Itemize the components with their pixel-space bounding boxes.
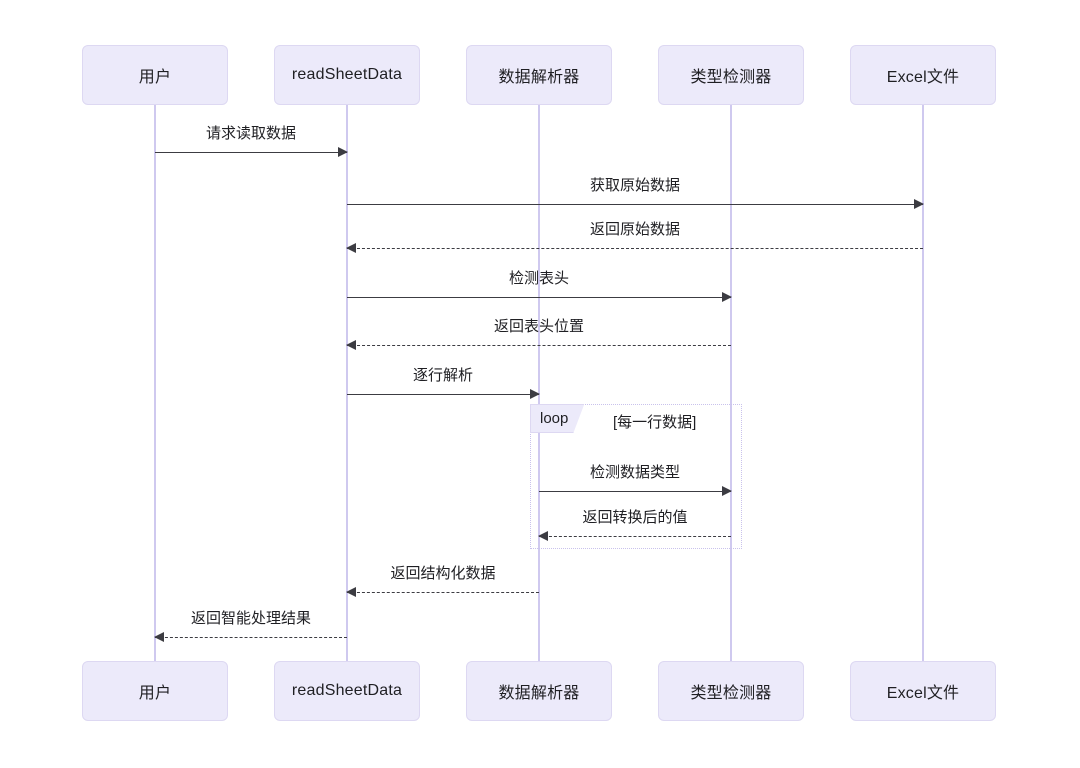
lifeline-excel — [922, 105, 924, 661]
participant-header-user[interactable]: 用户 — [82, 45, 228, 105]
message-label: 请求读取数据 — [205, 125, 297, 142]
message-label: 获取原始数据 — [589, 177, 681, 194]
message-line — [539, 536, 731, 537]
message-label: 检测数据类型 — [589, 464, 681, 481]
participant-footer-detector[interactable]: 类型检测器 — [658, 661, 804, 721]
lifeline-read — [346, 105, 348, 661]
message-line — [155, 637, 347, 638]
arrowhead-left-icon — [346, 242, 356, 253]
participant-footer-parser[interactable]: 数据解析器 — [466, 661, 612, 721]
participant-label: Excel文件 — [886, 685, 960, 702]
message-label: 逐行解析 — [412, 367, 474, 384]
fragment-loop-tag: loop — [530, 404, 584, 433]
message-line — [347, 248, 923, 249]
participant-label: 数据解析器 — [498, 69, 580, 86]
arrowhead-left-icon — [346, 339, 356, 350]
message-line — [347, 345, 731, 346]
message-label: 检测表头 — [508, 270, 570, 287]
participant-label: 数据解析器 — [498, 685, 580, 702]
participant-label: 类型检测器 — [690, 69, 772, 86]
participant-label: Excel文件 — [886, 69, 960, 86]
arrowhead-right-icon — [914, 198, 924, 209]
arrowhead-left-icon — [538, 530, 548, 541]
message-line — [347, 297, 731, 298]
participant-label: 用户 — [138, 685, 172, 702]
participant-footer-excel[interactable]: Excel文件 — [850, 661, 996, 721]
message-label: 返回智能处理结果 — [190, 610, 312, 627]
lifeline-user — [154, 105, 156, 661]
message-line — [347, 394, 539, 395]
participant-footer-read[interactable]: readSheetData — [274, 661, 420, 721]
participant-label: readSheetData — [291, 66, 403, 83]
arrowhead-right-icon — [722, 291, 732, 302]
arrowhead-right-icon — [722, 485, 732, 496]
participant-label: 类型检测器 — [690, 685, 772, 702]
participant-footer-user[interactable]: 用户 — [82, 661, 228, 721]
fragment-loop: loop — [530, 404, 742, 549]
message-label: 返回结构化数据 — [390, 565, 496, 582]
participant-header-read[interactable]: readSheetData — [274, 45, 420, 105]
participant-label: readSheetData — [291, 682, 403, 699]
message-line — [347, 204, 923, 205]
message-label: 返回转换后的值 — [582, 509, 688, 526]
message-line — [155, 152, 347, 153]
participant-header-parser[interactable]: 数据解析器 — [466, 45, 612, 105]
message-label: 返回原始数据 — [589, 221, 681, 238]
arrowhead-left-icon — [346, 586, 356, 597]
message-line — [347, 592, 539, 593]
lifeline-parser — [538, 105, 540, 661]
arrowhead-left-icon — [154, 631, 164, 642]
arrowhead-right-icon — [338, 146, 348, 157]
arrowhead-right-icon — [530, 388, 540, 399]
participant-header-detector[interactable]: 类型检测器 — [658, 45, 804, 105]
participant-label: 用户 — [138, 69, 172, 86]
message-line — [539, 491, 731, 492]
participant-header-excel[interactable]: Excel文件 — [850, 45, 996, 105]
lifeline-detector — [730, 105, 732, 661]
fragment-loop-condition: [每一行数据] — [613, 414, 697, 431]
message-label: 返回表头位置 — [493, 318, 585, 335]
